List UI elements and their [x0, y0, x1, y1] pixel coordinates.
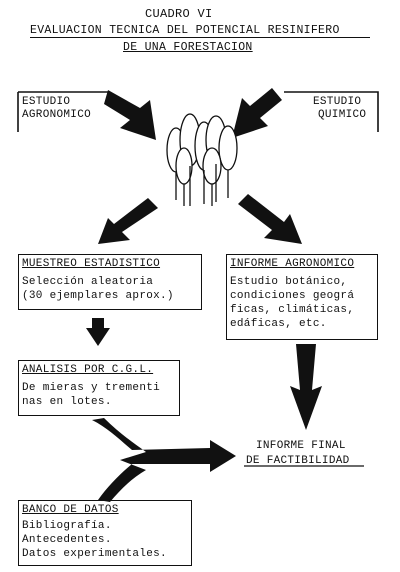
- informe-agronomico-title: INFORME AGRONOMICO: [230, 258, 355, 270]
- analisis-box: [18, 360, 180, 416]
- estudio-agronomico-line2: AGRONOMICO: [22, 109, 92, 121]
- banco-body1: Bibliografía.: [22, 520, 112, 532]
- banco-body2: Antecedentes.: [22, 534, 112, 546]
- estudio-agronomico-bracket: [17, 91, 110, 132]
- arrow-merge-to-final: [92, 418, 236, 502]
- informe-agronomico-box: [226, 254, 378, 340]
- analisis-body1: De mieras y trementi: [22, 382, 161, 394]
- informe-final-line2: DE FACTIBILIDAD: [246, 455, 350, 467]
- muestreo-box: [18, 254, 202, 310]
- analisis-body2: nas en lotes.: [22, 396, 112, 408]
- muestreo-title: MUESTREO ESTADISTICO: [22, 258, 161, 270]
- informe-agronomico-body1: Estudio botánico,: [230, 276, 348, 288]
- cuadro-label: CUADRO VI: [145, 7, 213, 21]
- informe-agronomico-body4: edáficas, etc.: [230, 318, 327, 330]
- title-underline-1: [30, 37, 370, 38]
- arrow-agronomico-to-forest: [104, 90, 156, 140]
- informe-agronomico-body2: condiciones geográ: [230, 290, 355, 302]
- arrow-quimico-to-forest: [232, 88, 282, 138]
- estudio-quimico-line1: ESTUDIO: [313, 96, 362, 108]
- arrow-informe-agronomico-to-final: [290, 344, 322, 430]
- diagram-title-line1: EVALUACION TECNICA DEL POTENCIAL RESINIF…: [30, 24, 340, 37]
- estudio-quimico-line2: QUIMICO: [318, 109, 367, 121]
- arrow-forest-to-informe-agronomico: [238, 194, 302, 244]
- diagram-title-line2: DE UNA FORESTACION: [123, 41, 253, 54]
- arrow-forest-to-muestreo: [98, 198, 158, 244]
- banco-box: [18, 500, 192, 566]
- arrow-muestreo-to-analisis: [86, 318, 110, 346]
- estudio-quimico-bracket: [284, 91, 379, 132]
- trees-icon: [166, 113, 238, 206]
- informe-agronomico-body3: ficas, climáticas,: [230, 304, 355, 316]
- informe-final-line1: INFORME FINAL: [256, 440, 346, 452]
- muestreo-body2: (30 ejemplares aprox.): [22, 290, 174, 302]
- analisis-title: ANALISIS POR C.G.L.: [22, 364, 154, 376]
- muestreo-body1: Selección aleatoria: [22, 276, 154, 288]
- banco-body3: Datos experimentales.: [22, 548, 167, 560]
- estudio-agronomico-line1: ESTUDIO: [22, 96, 71, 108]
- banco-title: BANCO DE DATOS: [22, 504, 119, 516]
